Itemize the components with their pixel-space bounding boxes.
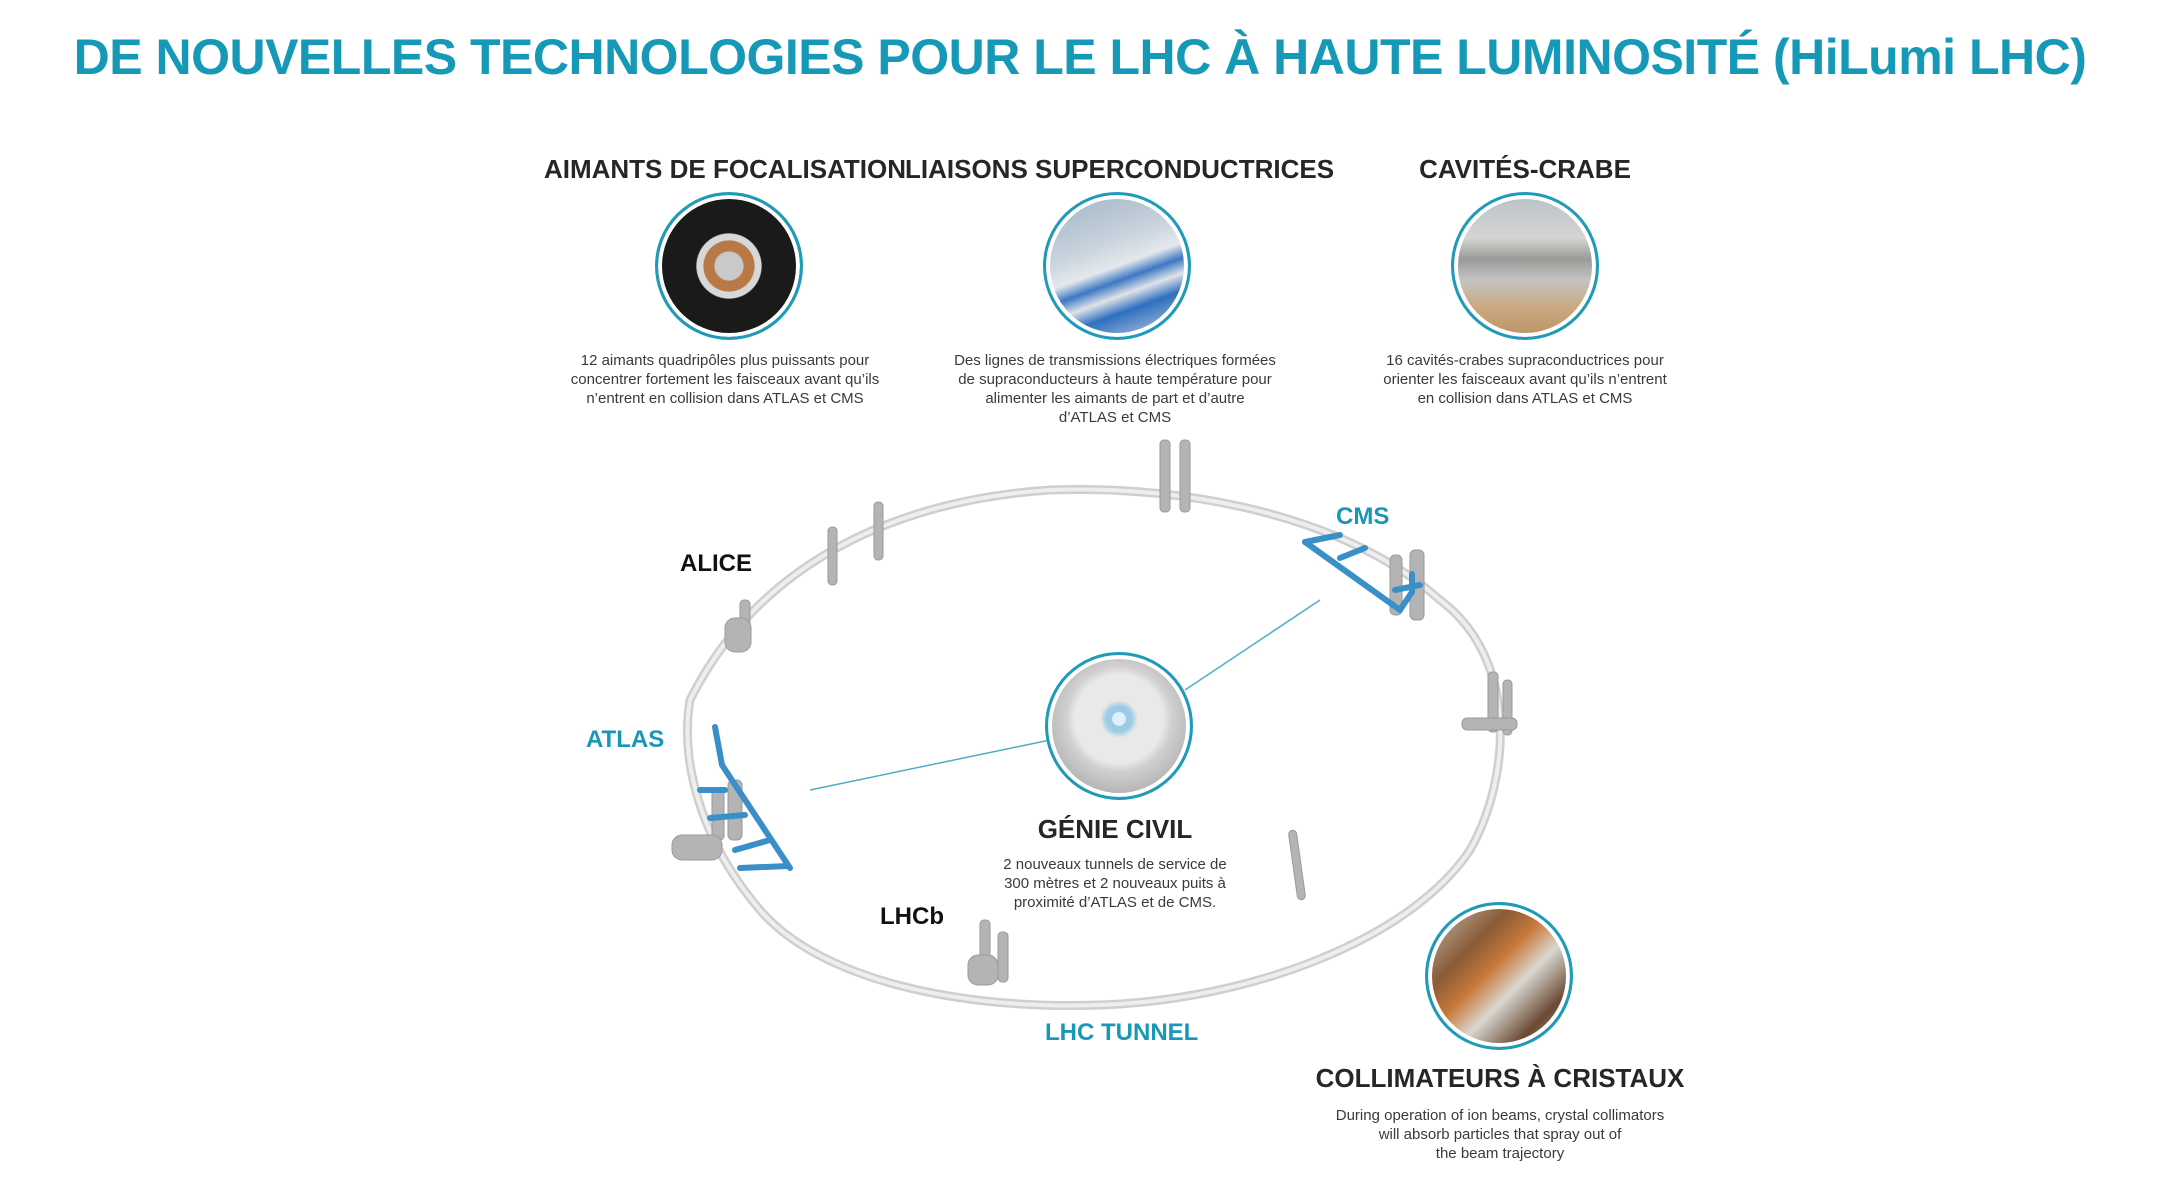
desc-line: proximité d’ATLAS et de CMS.: [1013, 894, 1217, 911]
desc-line: n’entrent en collision dans ATLAS et CMS: [586, 390, 864, 407]
feature-heading: COLLIMATEURS À CRISTAUX: [1315, 1063, 1685, 1093]
desc-line: During operation of ion beams, crystal c…: [1335, 1107, 1665, 1124]
desc-line: Des lignes de transmissions électriques …: [954, 352, 1276, 369]
desc-line: concentrer fortement les faisceaux avant…: [570, 371, 880, 388]
desc-line: d’ATLAS et CMS: [1058, 409, 1172, 426]
label-cms: CMS: [1336, 503, 1390, 530]
feature-superconducting-links-desc: Des lignes de transmissions électriques …: [905, 351, 1325, 427]
cms-hilumi-structure: [1302, 532, 1423, 613]
desc-line: 2 nouveaux tunnels de service de: [1003, 856, 1227, 873]
feature-heading: GÉNIE CIVIL: [1037, 814, 1193, 844]
label-atlas: ATLAS: [586, 726, 665, 753]
desc-line: the beam trajectory: [1435, 1145, 1565, 1162]
label-lhcb: LHCb: [880, 903, 944, 930]
access-shafts: [671, 439, 1518, 986]
connector-line-cms: [1184, 599, 1321, 691]
feature-heading: LIAISONS SUPERCONDUCTRICES: [905, 154, 1335, 184]
feature-civil-engineering: GÉNIE CIVIL 2 nouveaux tunnels de servic…: [960, 814, 1270, 912]
page-title: DE NOUVELLES TECHNOLOGIES POUR LE LHC À …: [73, 29, 2087, 85]
superconducting-link-photo: [1043, 192, 1191, 340]
label-lhc-tunnel: LHC TUNNEL: [1045, 1019, 1199, 1046]
desc-line: will absorb particles that spray out of: [1378, 1126, 1622, 1143]
feature-crystal-collimators: COLLIMATEURS À CRISTAUX During operation…: [1300, 1063, 1700, 1163]
desc-line: 12 aimants quadripôles plus puissants po…: [580, 352, 870, 369]
desc-line: orienter les faisceaux avant qu’ils n’en…: [1383, 371, 1667, 388]
desc-line: 16 cavités-crabes supraconductrices pour: [1386, 352, 1664, 369]
label-alice: ALICE: [680, 550, 752, 577]
crab-cavity-photo: [1451, 192, 1599, 340]
desc-line: de supraconducteurs à haute température …: [958, 371, 1272, 388]
atlas-hilumi-structure: [697, 724, 793, 871]
connector-line-atlas: [809, 739, 1051, 791]
tunnel-photo: [1045, 652, 1193, 800]
feature-focusing-magnets: AIMANTS DE FOCALISATION: [540, 154, 910, 185]
desc-line: 300 mètres et 2 nouveaux puits à: [1004, 875, 1226, 892]
crystal-collimator-photo: [1425, 902, 1573, 1050]
desc-line: en collision dans ATLAS et CMS: [1417, 390, 1633, 407]
feature-crab-cavities: CAVITÉS-CRABE: [1345, 154, 1705, 185]
feature-crab-cavities-desc: 16 cavités-crabes supraconductrices pour…: [1345, 351, 1705, 408]
quadrupole-magnet-photo: [655, 192, 803, 340]
feature-heading: AIMANTS DE FOCALISATION: [543, 154, 907, 184]
feature-heading: CAVITÉS-CRABE: [1419, 154, 1631, 184]
feature-focusing-magnets-desc: 12 aimants quadripôles plus puissants po…: [540, 351, 910, 408]
feature-superconducting-links: LIAISONS SUPERCONDUCTRICES: [905, 154, 1335, 185]
desc-line: alimenter les aimants de part et d’autre: [985, 390, 1245, 407]
